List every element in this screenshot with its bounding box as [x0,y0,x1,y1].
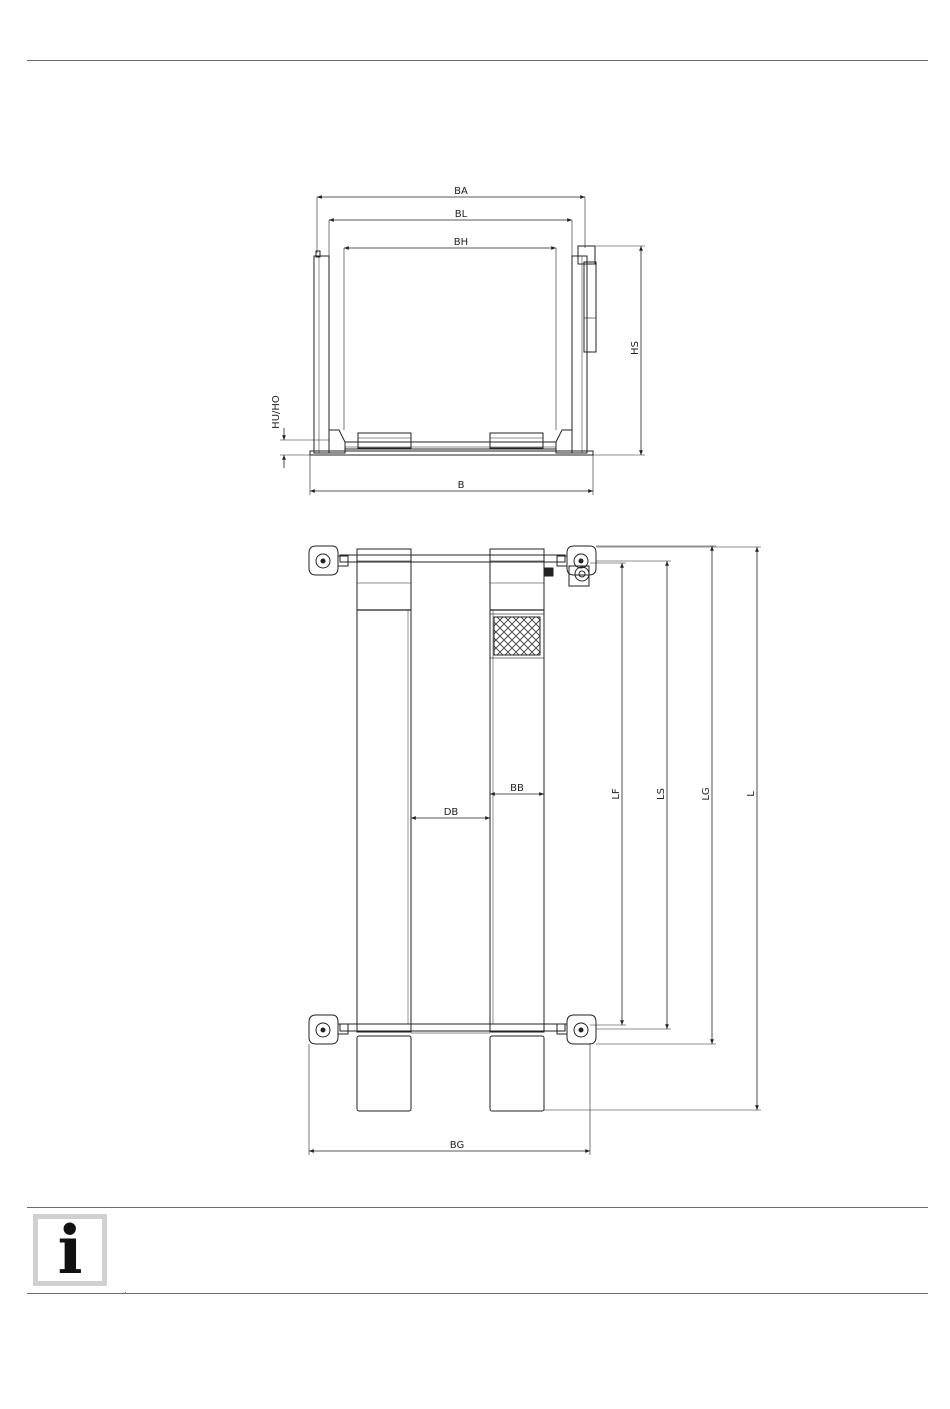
label-lf: LF [611,788,622,800]
column-rear-right [557,1015,596,1044]
label-huho: HU/HO [271,395,282,429]
label-b: B [458,480,465,491]
mesh-plate [494,617,540,655]
info-icon: i [33,1214,107,1286]
label-l: L [746,791,757,797]
motor-unit [569,566,589,586]
right-ramp [490,1036,544,1111]
column-front-left [309,546,348,575]
small-tick [125,1292,126,1294]
label-bb: BB [510,783,524,794]
label-hs: HS [630,341,641,355]
left-ramp [357,1036,411,1111]
info-bottom-rule [27,1293,928,1294]
label-bl: BL [455,209,468,220]
column-front-right [545,546,596,586]
left-runway [357,549,411,1032]
label-lg: LG [701,787,712,800]
left-runway-front [358,433,411,448]
right-column [572,256,587,453]
top-view [309,546,596,1111]
info-top-rule [27,1207,928,1208]
info-glyph: i [38,1210,102,1290]
column-rear-left [309,1015,348,1044]
info-icon-inner: i [38,1219,102,1281]
label-bg: BG [450,1140,464,1151]
right-runway-front [490,433,543,448]
rear-crossbeam [340,1024,565,1031]
label-ls: LS [656,788,667,800]
base-plate [310,451,593,455]
label-ba: BA [454,186,468,197]
front-view [310,246,596,455]
label-bh: BH [454,237,468,248]
left-column [314,256,329,453]
label-db: DB [444,807,459,818]
